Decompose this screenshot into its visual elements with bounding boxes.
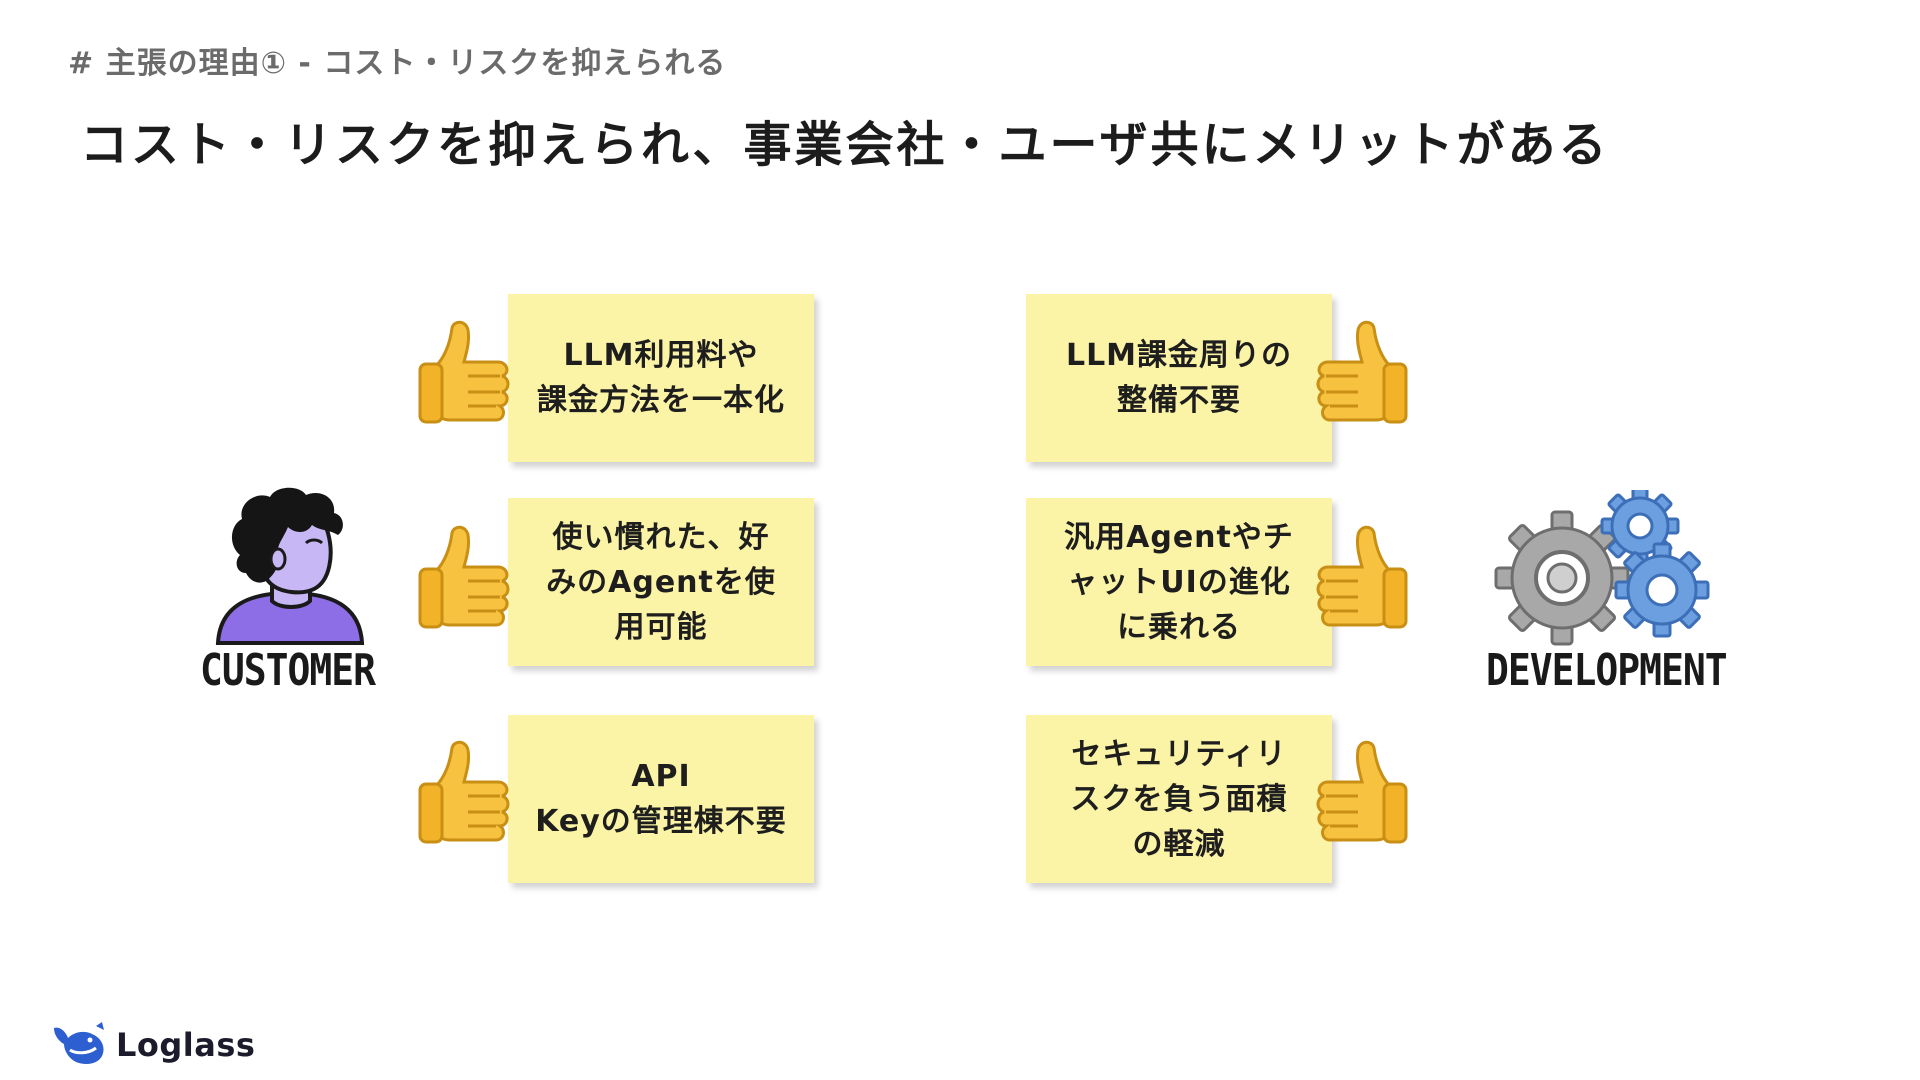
customer-note-3: API Keyの管理棟不要 [508,715,814,883]
development-note-2: 汎用Agentやチ ャットUIの進化 に乗れる [1026,498,1332,666]
note-text: API Keyの管理棟不要 [535,759,787,839]
note-text: 使い慣れた、好 みのAgentを使 用可能 [546,519,776,645]
customer-note-2: 使い慣れた、好 みのAgentを使 用可能 [508,498,814,666]
customer-note-1: LLM利用料や 課金方法を一本化 [508,294,814,462]
development-label: DEVELOPMENT [1486,644,1728,696]
thumbs-up-icon [416,738,516,848]
note-text: セキュリティリ スクを負う面積 の軽減 [1070,736,1288,862]
gears-icon [1490,486,1720,650]
development-note-3: セキュリティリ スクを負う面積 の軽減 [1026,715,1332,883]
thumbs-up-icon [1310,738,1410,848]
note-text: LLM利用料や 課金方法を一本化 [537,338,785,418]
logo-text: Loglass [116,1026,256,1064]
note-text: LLM課金周りの 整備不要 [1065,338,1293,418]
whale-logo-icon [50,1020,110,1070]
thumbs-up-icon [1310,523,1410,633]
thumbs-up-icon [1310,318,1410,428]
breadcrumb: # 主張の理由① - コスト・リスクを抑えられる [68,46,727,81]
person-avatar-icon [210,485,370,645]
customer-label: CUSTOMER [200,644,376,696]
page-title: コスト・リスクを抑えられ、事業会社・ユーザ共にメリットがある [80,117,1610,173]
note-text: 汎用Agentやチ ャットUIの進化 に乗れる [1064,519,1294,645]
brand-logo: Loglass [50,1020,255,1070]
thumbs-up-icon [416,523,516,633]
thumbs-up-icon [416,318,516,428]
development-note-1: LLM課金周りの 整備不要 [1026,294,1332,462]
